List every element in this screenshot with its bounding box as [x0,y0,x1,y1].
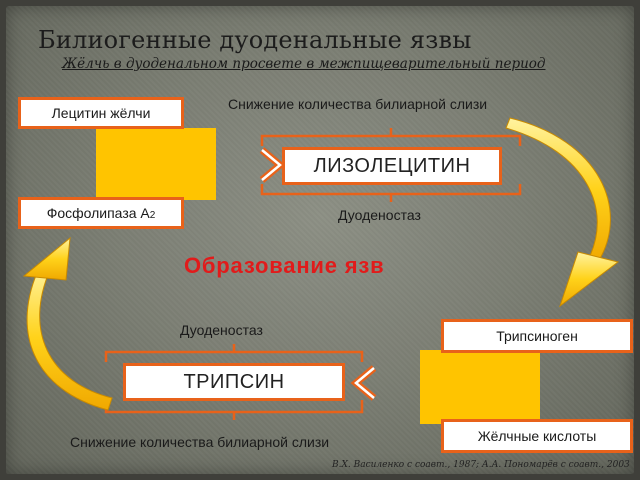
slide-background [6,6,634,474]
box-phospholipase-label: Фосфолипаза А [46,205,150,221]
citation: В.Х. Василенко с соавт., 1987; А.А. Поно… [332,460,630,470]
curved-arrow-left-icon [22,236,113,411]
arrow-right-icon [259,147,286,183]
box-lysolecithin: ЛИЗОЛЕЦИТИН [282,147,502,185]
slide-subtitle: Жёлчь в дуоденальном просвете в межпищев… [62,56,546,72]
top-duodenostasis: Дуоденостаз [338,207,421,223]
yellow-block-top [96,128,216,200]
bottom-mucus-decrease: Снижение количества билиарной слизи [70,434,330,450]
curved-arrow-right-icon [505,117,620,308]
top-bracket [260,128,522,202]
box-bile-acids: Жёлчные кислоты [441,419,633,453]
yellow-block-bottom [420,350,540,424]
box-lecithin: Лецитин жёлчи [18,97,184,129]
top-mucus-decrease: Снижение количества билиарной слизи [228,96,488,112]
bottom-duodenostasis: Дуоденостаз [180,322,263,338]
arrow-left-icon [350,365,377,401]
slide-title: Билиогенные дуоденальные язвы [38,26,472,54]
box-phospholipase-sub: 2 [149,209,156,221]
box-trypsinogen: Трипсиноген [441,319,633,353]
box-trypsin: ТРИПСИН [123,363,345,401]
center-ulcer-formation: Образование язв [184,253,385,278]
